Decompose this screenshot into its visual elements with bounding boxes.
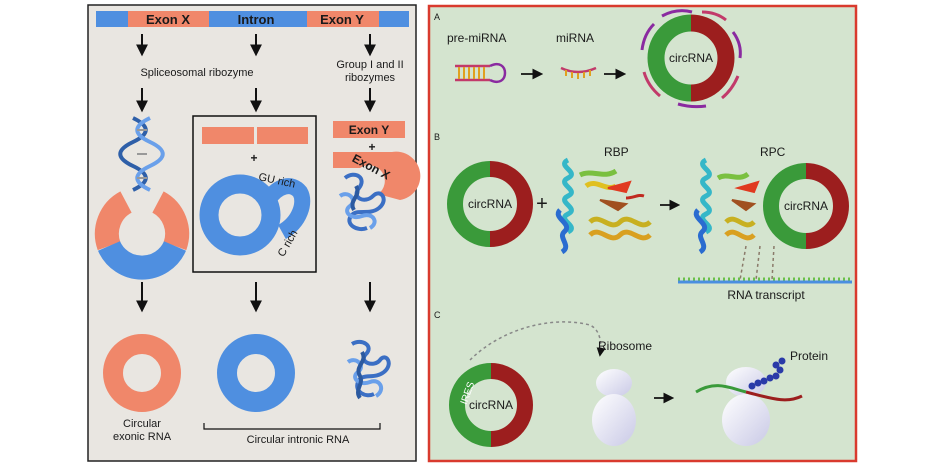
rpc-label: RPC <box>760 145 786 159</box>
circular-exonic-label-2: exonic RNA <box>113 431 172 443</box>
ribosome-icon <box>592 369 636 446</box>
group-ribozymes-label-1: Group I and II <box>336 59 403 71</box>
protein-chain-icon <box>748 357 786 390</box>
rbp-protein-icon <box>555 157 652 255</box>
pre-circular-exon-ring <box>94 191 190 280</box>
top-arrows <box>136 34 376 57</box>
spliceosome-helix-icon <box>118 116 165 192</box>
circular-exonic-label-1: Circular <box>123 418 161 430</box>
circular-exonic-rna-ring <box>103 334 181 412</box>
rna-transcript-strand <box>678 277 852 284</box>
section-b-letter: B <box>434 132 440 142</box>
spliceosomal-ribozyme-label: Spliceosomal ribozyme <box>140 67 253 79</box>
plus-b: + <box>536 193 548 215</box>
rna-transcript-label: RNA transcript <box>727 288 805 302</box>
circrna-b-right: circRNA <box>762 163 850 249</box>
section-a-letter: A <box>434 12 440 22</box>
section-c: C IRES circRNA Ribosome <box>434 310 828 447</box>
rbp-label: RBP <box>604 145 629 159</box>
circrna-b-left: circRNA <box>446 161 534 247</box>
intron-lariat-box: + GU rich C rich <box>192 115 317 273</box>
intron-label: Intron <box>238 12 275 27</box>
ribozyme-fold-icon <box>338 172 386 231</box>
mirna-duplex-icon <box>560 66 597 79</box>
circrna-a-label: circRNA <box>669 51 713 65</box>
rpc-protein-icon <box>693 157 760 255</box>
ribosome-label: Ribosome <box>598 339 652 353</box>
circular-intronic-label: Circular intronic RNA <box>247 434 350 446</box>
circrna-b-left-label: circRNA <box>468 197 512 211</box>
intronic-ribozyme-product-icon <box>346 339 391 400</box>
box-plus: + <box>250 151 257 165</box>
section-c-letter: C <box>434 310 441 320</box>
lower-arrows <box>136 282 376 313</box>
col3-plus: + <box>368 140 375 154</box>
circrna-b-right-label: circRNA <box>784 199 828 213</box>
group-ribozymes-label-2: ribozymes <box>345 72 396 84</box>
circrna-sponge: circRNA <box>640 9 742 109</box>
section-a: A pre-miRNA miRNA <box>434 9 742 109</box>
circular-intronic-rna-ring <box>217 334 295 412</box>
ires-dashed-arrow <box>469 321 606 361</box>
exon-x-label: Exon X <box>146 12 190 27</box>
mirna-label: miRNA <box>556 31 594 45</box>
circrna-c-label: circRNA <box>469 398 513 412</box>
pre-mirna-hairpin-icon <box>455 62 507 84</box>
right-panel: A pre-miRNA miRNA <box>427 4 858 463</box>
intronic-bracket <box>203 423 381 430</box>
second-arrows <box>136 88 376 113</box>
protein-label: Protein <box>790 349 828 363</box>
exon-y-label: Exon Y <box>320 12 364 27</box>
exon-y-tag: Exon Y <box>349 123 389 137</box>
section-b: B circRNA + RBP RPC <box>434 132 852 302</box>
translating-ribosome-icon <box>695 367 803 446</box>
pre-mirna-label: pre-miRNA <box>447 31 506 45</box>
gene-header-bar: Exon X Intron Exon Y <box>96 11 409 27</box>
circrna-c: IRES circRNA <box>448 363 534 447</box>
left-panel: Exon X Intron Exon Y Spliceosomal ribozy… <box>87 4 421 462</box>
